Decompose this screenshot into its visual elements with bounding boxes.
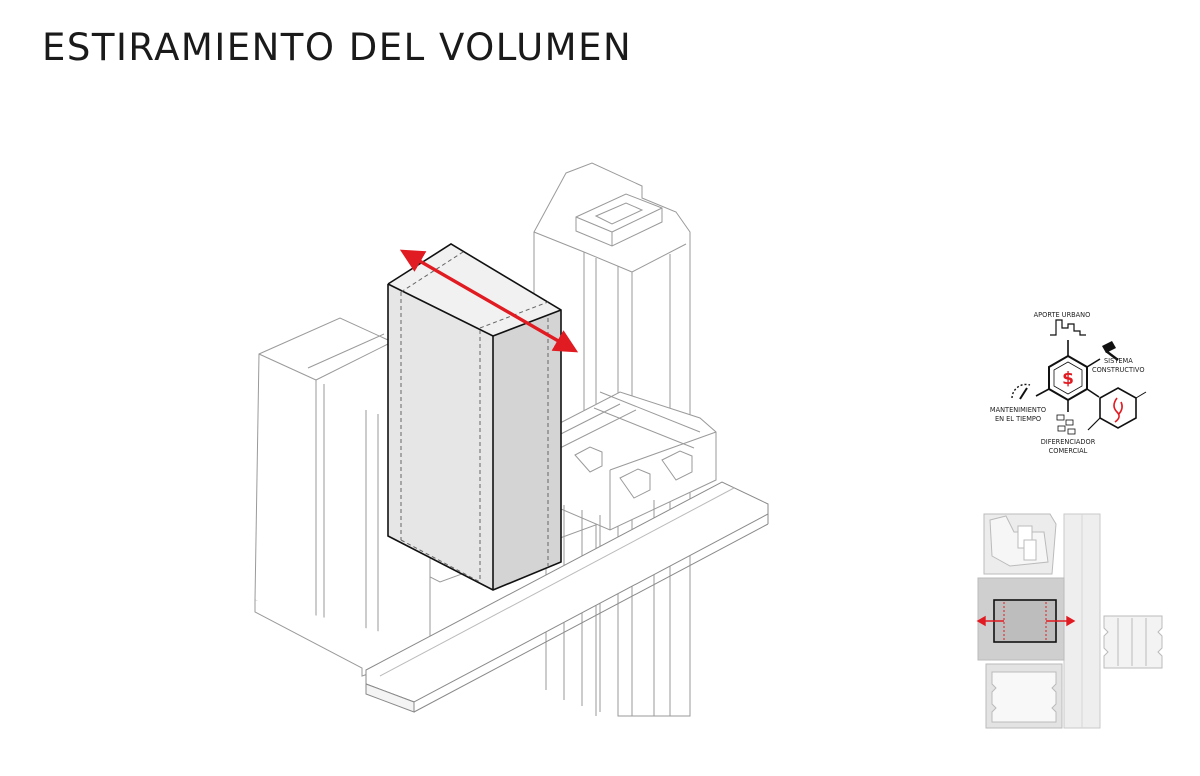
figure-hexagon-icon xyxy=(1087,387,1147,431)
gauge-icon xyxy=(1011,383,1031,400)
label-aporte-urbano: APORTE URBANO xyxy=(1034,311,1091,319)
label-constructivo: CONSTRUCTIVO xyxy=(1092,366,1145,374)
label-sistema: SISTEMA xyxy=(1104,357,1133,365)
page-title: ESTIRAMIENTO DEL VOLUMEN xyxy=(42,26,633,69)
stretch-arrow xyxy=(399,249,579,353)
people-icon xyxy=(1056,414,1076,435)
street-slab xyxy=(365,481,769,713)
plan-stretch-arrows xyxy=(976,615,1076,627)
label-diferenciador: DIFERENCIADOR xyxy=(1041,438,1096,446)
label-comercial: COMERCIAL xyxy=(1049,447,1088,455)
plan-building-top xyxy=(983,513,1057,575)
label-en-el-tiempo: EN EL TIEMPO xyxy=(995,415,1041,423)
plan-building-right xyxy=(1103,615,1163,669)
dollar-symbol: $ xyxy=(1062,369,1074,389)
plan-building-bottom xyxy=(985,663,1063,729)
label-mantenimiento: MANTENIMIENTO xyxy=(990,406,1046,414)
hammer-icon xyxy=(1102,341,1119,361)
skyline-step-icon xyxy=(1050,319,1086,336)
